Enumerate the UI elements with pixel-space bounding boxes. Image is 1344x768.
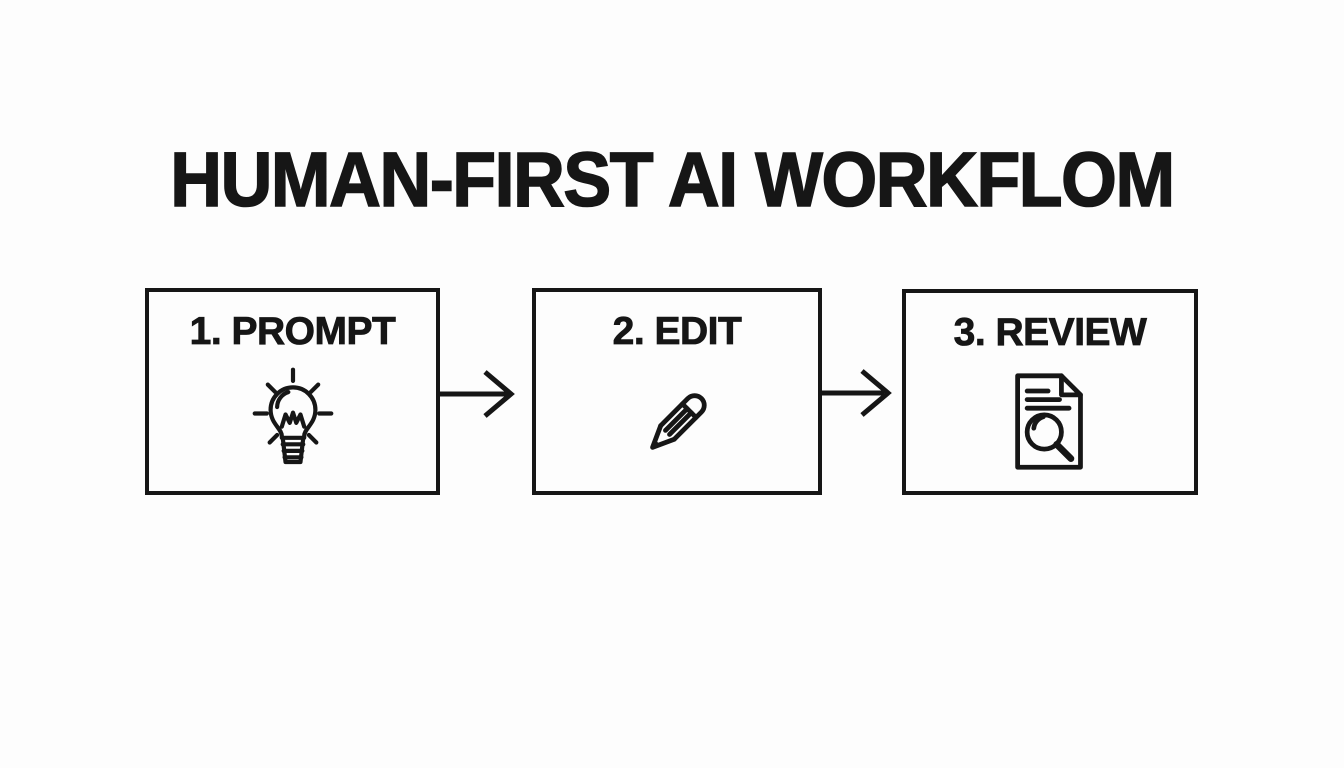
step-label: 3. REVIEW: [953, 311, 1147, 354]
step-label: 2. EDIT: [612, 310, 742, 353]
step-box-edit: 2. EDIT: [532, 288, 822, 495]
diagram-title: HUMAN-FIRST AI WORKFLOM: [170, 137, 1176, 223]
arrow-right-icon: [437, 369, 521, 424]
step-label: 1. PROMPT: [189, 310, 396, 353]
document-search-icon: [1011, 352, 1089, 491]
arrow-right-icon: [820, 368, 896, 423]
step-box-prompt: 1. PROMPT: [145, 288, 440, 495]
lightbulb-icon: [246, 351, 340, 491]
step-box-review: 3. REVIEW: [902, 289, 1198, 495]
pencil-icon: [629, 351, 725, 491]
